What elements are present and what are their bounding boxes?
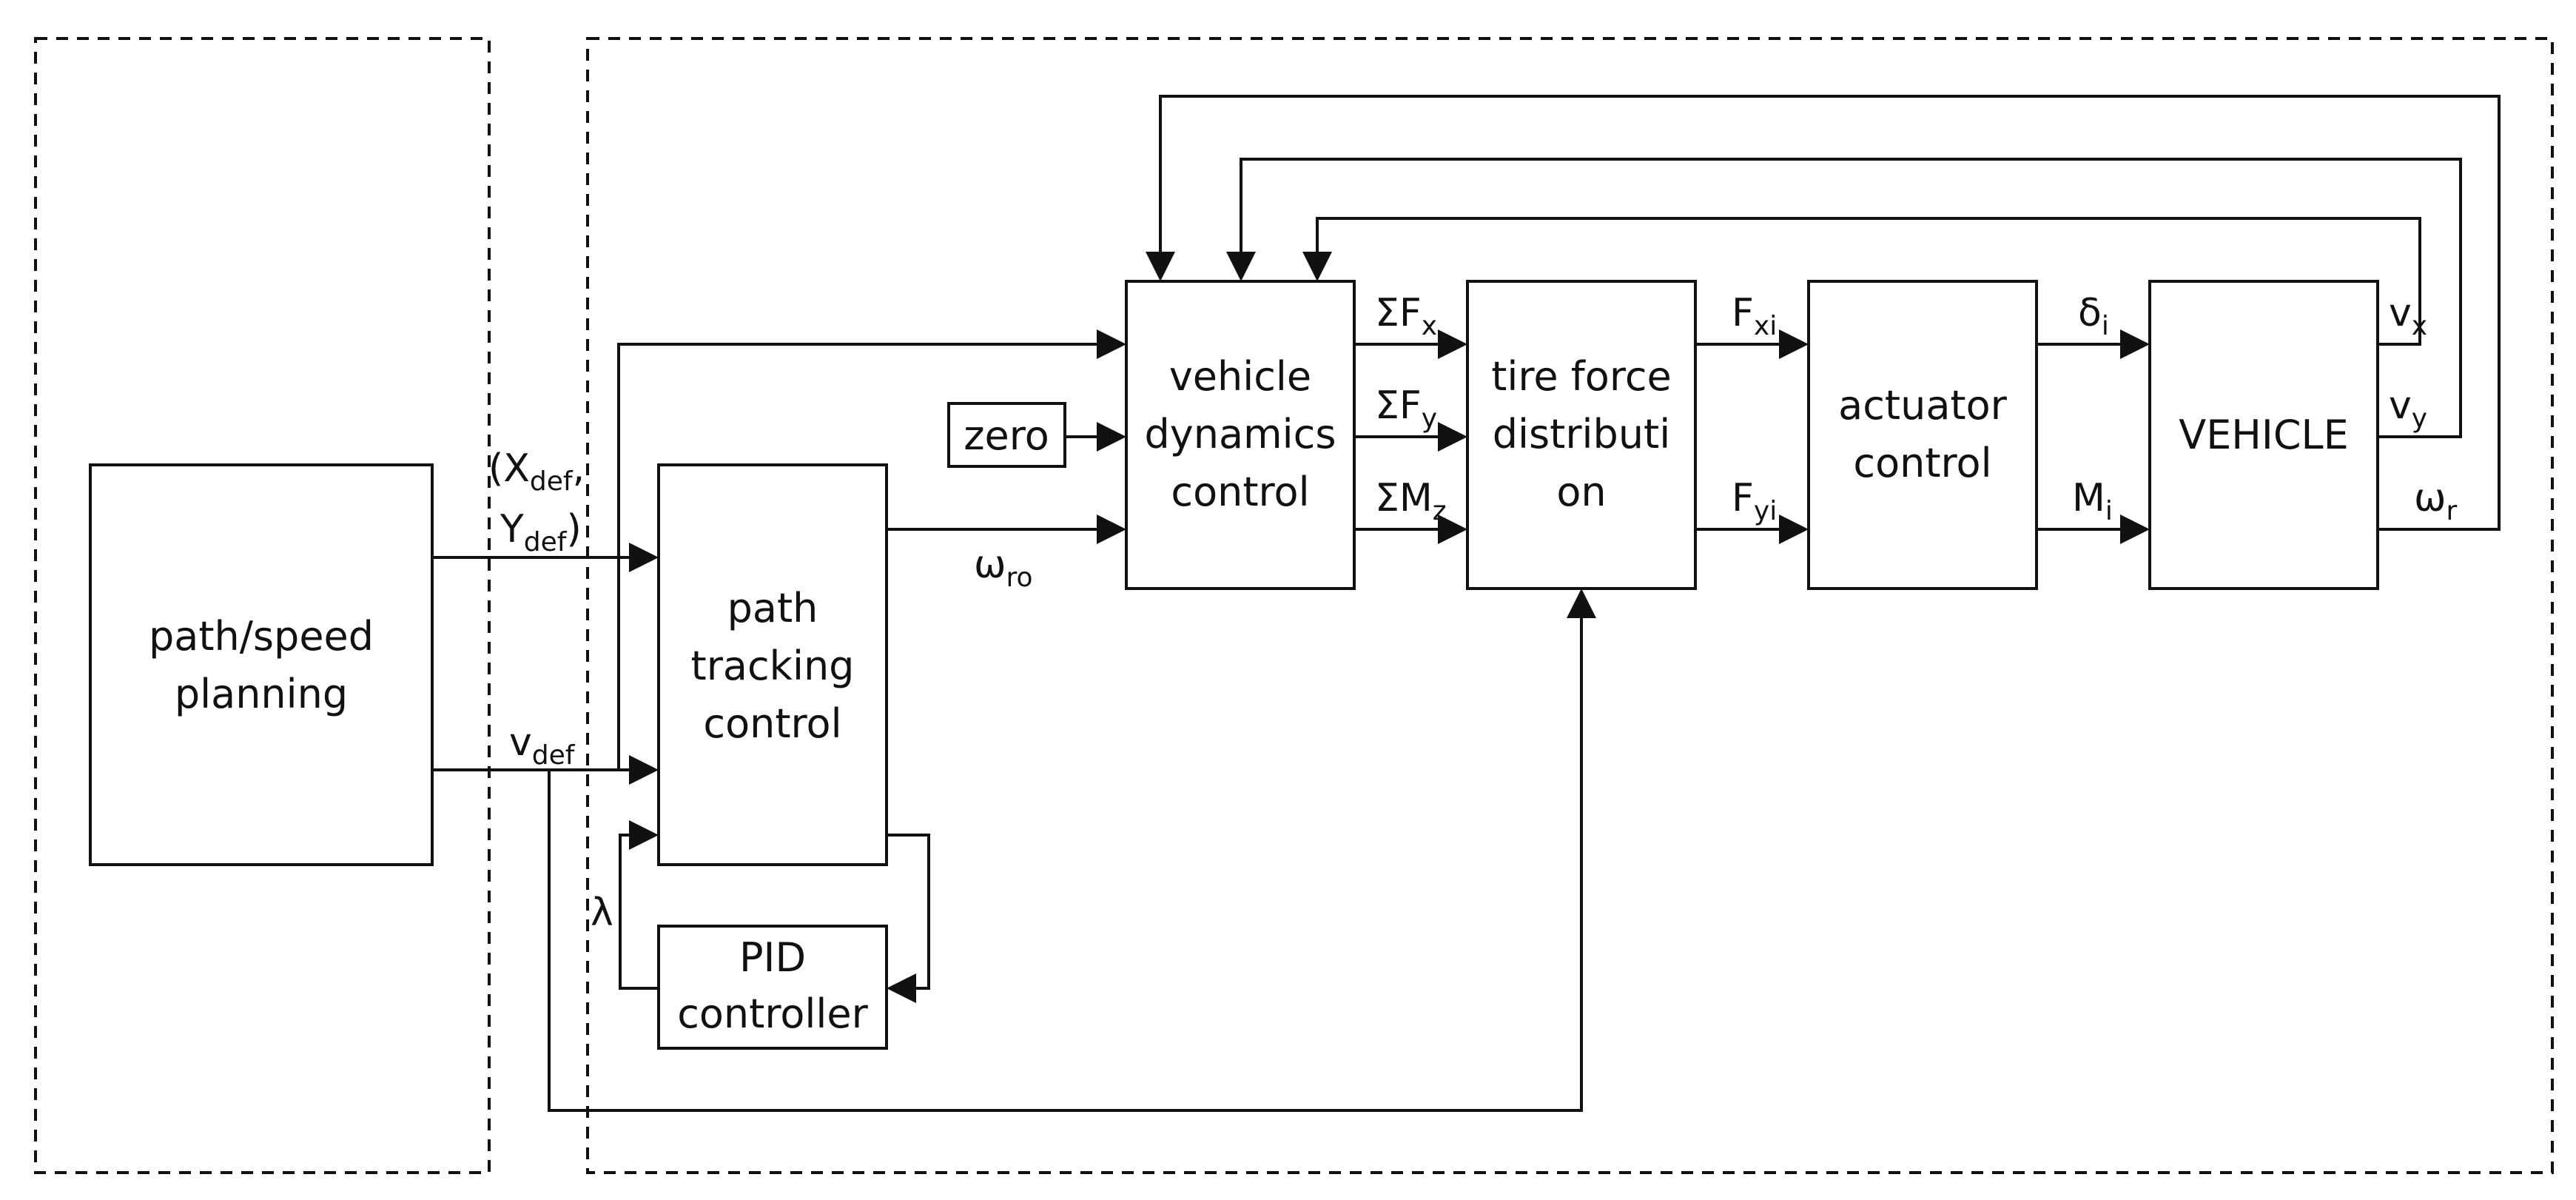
path-tracking-label-line-2: tracking [691, 643, 855, 689]
label-omega-ro: ωro [974, 543, 1033, 593]
pid-label-line-2: controller [677, 990, 868, 1037]
label-sum-fy: ΣFy [1375, 383, 1437, 434]
actuator-label-line-2: control [1853, 440, 1991, 486]
vehicle-dynamics-control-block: vehicle dynamics control [1125, 280, 1356, 590]
zero-label: zero [964, 412, 1049, 459]
label-m-i: Mi [2072, 476, 2113, 526]
label-lambda: λ [591, 891, 613, 935]
wire-feedback-vy [1226, 158, 2462, 438]
signal-labels: (Xdef, Ydef) vdef λ ωro ΣFx ΣFy ΣMz Fxi … [488, 291, 2458, 935]
tire-force-label-line-3: on [1556, 469, 1606, 515]
wire-feedback-omega-r [1146, 95, 2501, 531]
zero-block: zero [947, 402, 1066, 468]
label-f-yi: Fyi [1732, 476, 1777, 526]
tire-force-distribution-block: tire force distributi on [1466, 280, 1697, 590]
planning-label-line-1: path/speed [149, 613, 374, 660]
planning-label-line-2: planning [175, 671, 348, 717]
path-tracking-label-line-1: path [727, 585, 818, 631]
wire-v-ref-to-distribution [548, 589, 1596, 1112]
path-tracking-label-line-3: control [703, 700, 841, 747]
vehicle-dynamics-label-line-1: vehicle [1169, 353, 1311, 400]
wire-pid-to-tracking [619, 820, 659, 990]
signal-wires [432, 95, 2501, 1112]
vehicle-label: VEHICLE [2179, 412, 2349, 458]
label-v-y: vy [2389, 383, 2427, 434]
planning-region [34, 37, 491, 1174]
label-f-xi: Fxi [1732, 291, 1777, 341]
control-region [586, 37, 2554, 1174]
label-v-def: vdef [509, 720, 576, 771]
vehicle-dynamics-label-line-2: dynamics [1145, 411, 1336, 457]
label-delta-i: δi [2078, 291, 2109, 341]
label-x-def: (Xdef, [488, 446, 585, 497]
planning-block: path/speed planning [89, 463, 434, 866]
label-y-def: Ydef) [500, 507, 582, 557]
label-omega-r: ωr [2414, 476, 2458, 526]
label-v-x: vx [2389, 291, 2427, 341]
wire-feedback-vx [1302, 217, 2421, 346]
actuator-control-block: actuator control [1807, 280, 2038, 590]
path-tracking-control-block: path tracking control [657, 463, 888, 866]
wire-v-ref-to-dynamics [617, 329, 1126, 770]
tire-force-label-line-2: distributi [1493, 411, 1670, 457]
tire-force-label-line-1: tire force [1491, 353, 1672, 400]
vehicle-dynamics-label-line-3: control [1171, 469, 1309, 515]
pid-controller-block: PID controller [657, 925, 888, 1050]
pid-label-line-1: PID [739, 934, 806, 981]
label-sum-mz: ΣMz [1375, 476, 1447, 526]
actuator-label-line-1: actuator [1838, 382, 2007, 429]
vehicle-block: VEHICLE [2148, 280, 2379, 590]
label-sum-fx: ΣFx [1375, 291, 1437, 341]
wire-tracking-to-pid [887, 834, 930, 1003]
